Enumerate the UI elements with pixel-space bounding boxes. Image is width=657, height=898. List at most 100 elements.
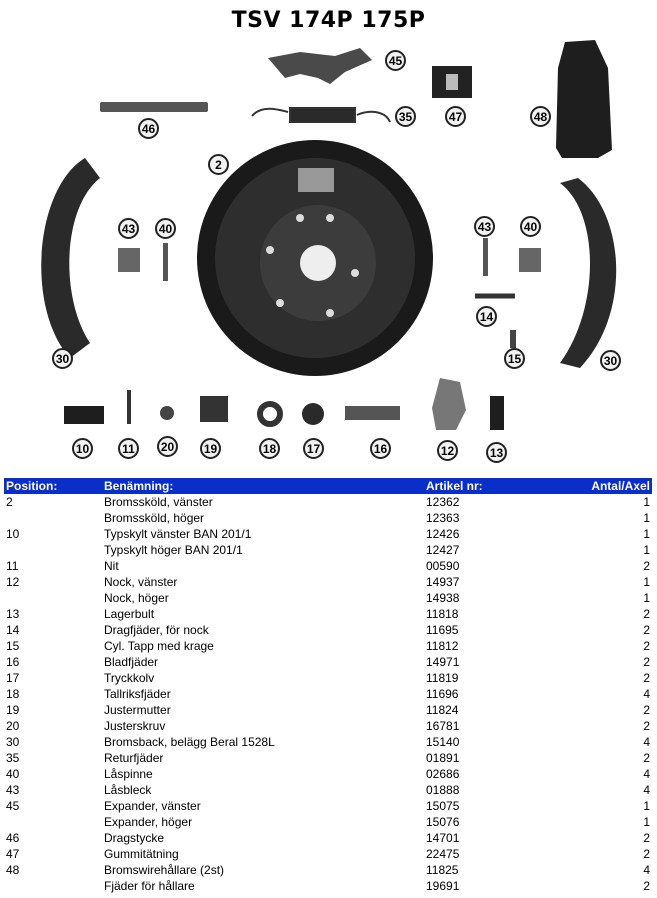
cell-quantity: 2 <box>643 847 650 861</box>
cell-position: 17 <box>6 671 20 685</box>
callout-40-right: 40 <box>520 216 541 237</box>
cell-quantity: 2 <box>643 703 650 717</box>
lock-plate-right-part <box>519 248 541 272</box>
cell-quantity: 2 <box>643 559 650 573</box>
cell-position <box>4 590 102 606</box>
cell-quantity: 4 <box>643 767 650 781</box>
drag-piece-part <box>100 102 208 112</box>
cell-name: Expander, vänster <box>104 799 201 813</box>
cell-position: 35 <box>6 751 20 765</box>
brake-shoe-right-part <box>560 178 617 368</box>
cell-name: Bromssköld, vänster <box>104 495 213 509</box>
cell-article: 16781 <box>426 719 460 733</box>
cell-position: 19 <box>6 703 20 717</box>
cell-position: 16 <box>6 655 20 669</box>
cell-article: 11819 <box>426 671 459 685</box>
cell-name: Expander, höger <box>104 815 193 829</box>
cell-name: Typskylt vänster BAN 201/1 <box>104 527 252 541</box>
cell-quantity: 2 <box>643 671 650 685</box>
header-name: Benämning: <box>102 478 424 494</box>
cell-name: Nit <box>104 559 119 573</box>
pressure-piston-part <box>302 403 324 425</box>
cell-quantity: 1 <box>643 527 650 541</box>
cell-position <box>4 510 102 526</box>
cell-quantity: 2 <box>643 623 650 637</box>
cell-article: 14937 <box>426 575 460 589</box>
callout-43-right: 43 <box>474 216 495 237</box>
cam-part <box>432 378 466 430</box>
expander-part <box>268 48 372 84</box>
callout-45: 45 <box>385 50 406 71</box>
cell-article: 22475 <box>426 847 460 861</box>
cell-article: 00590 <box>426 559 460 573</box>
cell-article: 11818 <box>426 607 459 621</box>
callout-15: 15 <box>504 348 525 369</box>
cell-quantity: 2 <box>643 831 650 845</box>
cell-quantity: 4 <box>643 735 650 749</box>
cell-article: 11812 <box>426 639 459 653</box>
page-title: TSV 174P 175P <box>231 8 426 33</box>
callout-46: 46 <box>138 118 159 139</box>
cell-article: 15075 <box>426 799 460 813</box>
cell-name: Lagerbult <box>104 607 155 621</box>
cell-quantity: 1 <box>643 511 650 525</box>
cell-name: Cyl. Tapp med krage <box>104 639 214 653</box>
cell-position <box>4 542 102 558</box>
cable-holder-part <box>556 40 612 158</box>
cell-name: Låspinne <box>104 767 153 781</box>
header-article: Artikel nr: <box>424 478 558 494</box>
cell-article: 15076 <box>426 815 460 829</box>
cell-article: 14938 <box>426 591 460 605</box>
return-spring-part <box>251 107 391 123</box>
cell-quantity: 1 <box>643 815 650 829</box>
callout-12: 12 <box>437 440 458 461</box>
cell-article: 14701 <box>426 831 460 845</box>
cell-name: Dragstycke <box>104 831 165 845</box>
cell-name: Nock, vänster <box>104 575 178 589</box>
cell-article: 12363 <box>426 511 460 525</box>
cell-position: 47 <box>6 847 20 861</box>
cell-article: 12362 <box>426 495 460 509</box>
leaf-spring-part <box>345 406 400 420</box>
cell-name: Tryckkolv <box>104 671 155 685</box>
cell-position: 20 <box>6 719 20 733</box>
cell-quantity: 4 <box>643 687 650 701</box>
cell-position: 14 <box>6 623 20 637</box>
cell-name: Bromssköld, höger <box>104 511 205 525</box>
cell-article: 11825 <box>426 863 459 877</box>
cell-quantity: 1 <box>643 575 650 589</box>
cell-position <box>4 814 102 830</box>
cell-quantity: 4 <box>643 863 650 877</box>
lock-pin-right-part <box>483 238 488 276</box>
cell-name: Låsbleck <box>104 783 152 797</box>
cell-name: Bladfjäder <box>104 655 159 669</box>
cell-article: 14971 <box>426 655 460 669</box>
cell-article: 11824 <box>426 703 459 717</box>
cell-name: Gummitätning <box>104 847 179 861</box>
cell-quantity: 1 <box>643 495 650 509</box>
bearing-bolt-part <box>490 396 504 430</box>
adjusting-screw-part <box>160 406 174 420</box>
table-row: 17 Tryckkolv 11819 2 <box>4 670 652 686</box>
callout-18: 18 <box>259 438 280 459</box>
brake-shoe-left-part <box>41 158 100 358</box>
cell-article: 01888 <box>426 783 460 797</box>
cell-article: 19691 <box>426 879 460 893</box>
table-row: 47 Gummitätning 22475 2 <box>4 846 652 862</box>
adjusting-nut-part <box>200 396 228 422</box>
